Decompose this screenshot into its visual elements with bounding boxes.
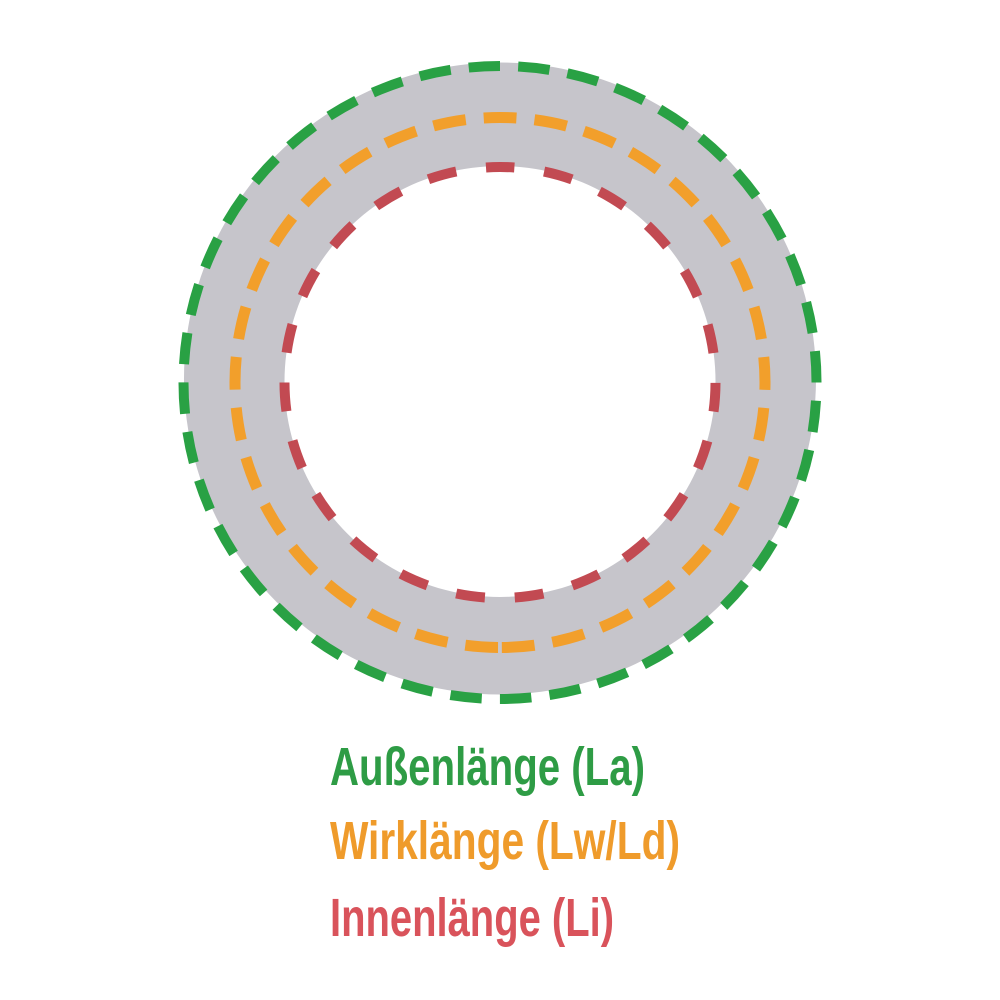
svg-text:Innenlänge (Li): Innenlänge (Li) [330,888,614,948]
svg-text:Wirklänge (Lw/Ld): Wirklänge (Lw/Ld) [330,811,680,871]
svg-text:Außenlänge (La): Außenlänge (La) [330,737,645,797]
